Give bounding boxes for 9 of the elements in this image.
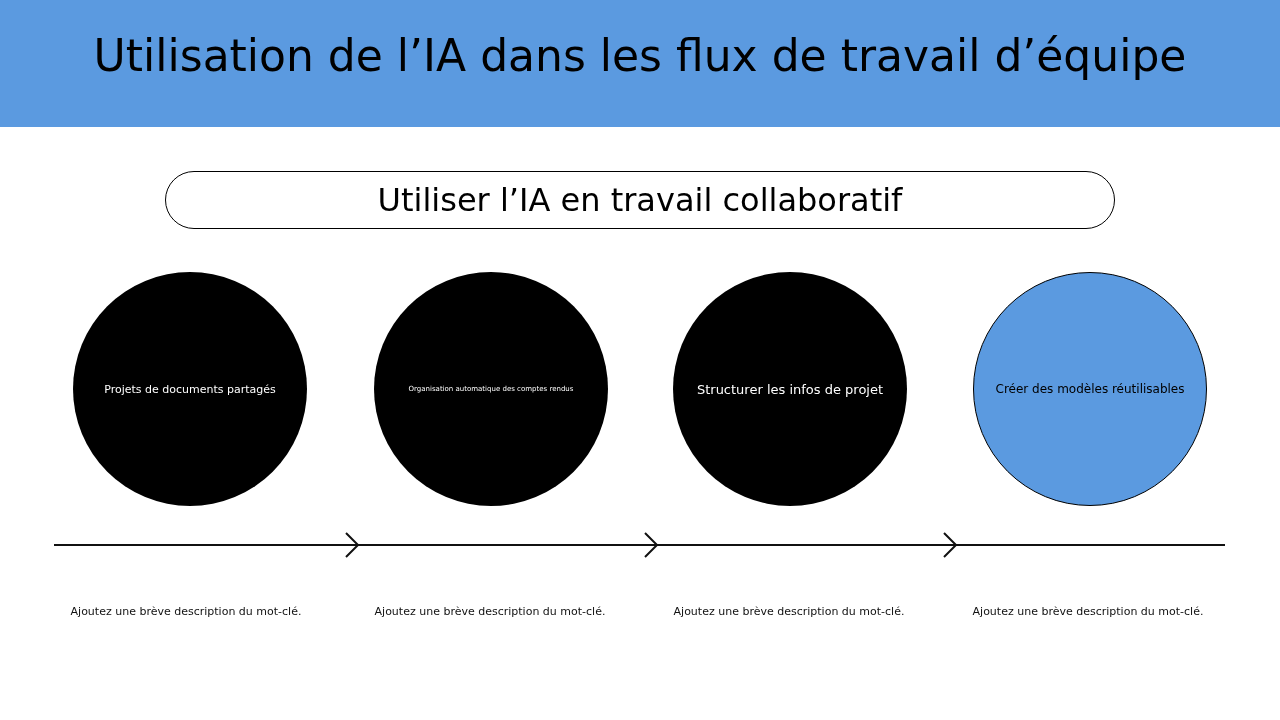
description-text: Ajoutez une brève description du mot-clé. [971, 605, 1205, 618]
step-label: Créer des modèles réutilisables [994, 382, 1186, 396]
description-text: Ajoutez une brève description du mot-clé. [373, 605, 607, 618]
description-text: Ajoutez une brève description du mot-clé. [69, 605, 303, 618]
page-title: Utilisation de l’IA dans les flux de travail d’équipe [92, 30, 1188, 81]
description-text: Ajoutez une brève description du mot-clé. [672, 605, 906, 618]
step-label: Projets de documents partagés [103, 382, 277, 396]
subtitle-text: Utiliser l’IA en travail collaboratif [377, 181, 903, 219]
step-label: Structurer les infos de projet [695, 381, 885, 397]
